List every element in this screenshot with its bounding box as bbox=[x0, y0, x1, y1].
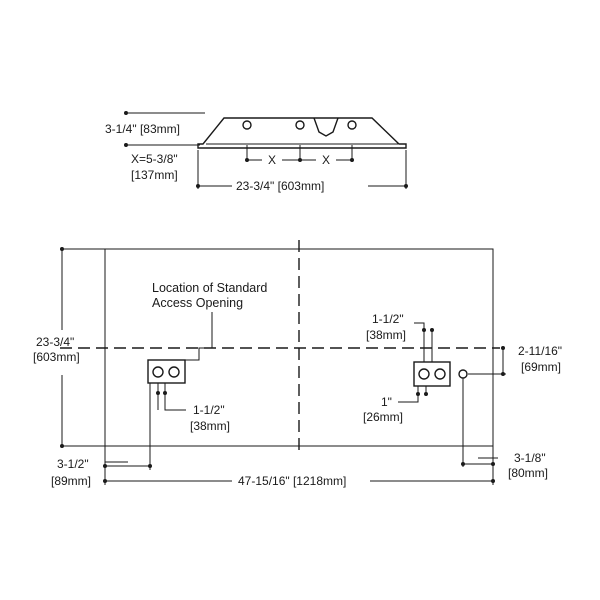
length-label: 47-15/16" [1218mm] bbox=[238, 474, 346, 488]
left-knockout-1 bbox=[152, 366, 164, 378]
right-center-dot-1 bbox=[501, 346, 505, 350]
housing-profile bbox=[197, 117, 407, 149]
right-spacing-label-1: 1-1/2" bbox=[372, 312, 404, 326]
right-edge-label-2: [80mm] bbox=[508, 466, 548, 480]
right-center-dot-2 bbox=[501, 372, 505, 376]
offset-label-1: X=5-3/8" bbox=[131, 152, 178, 166]
right-spacing-label-2: [38mm] bbox=[366, 328, 406, 342]
width-dot-right bbox=[404, 184, 408, 188]
offset-dot-3 bbox=[350, 158, 354, 162]
knockout-hole-right bbox=[347, 120, 357, 130]
left-knockout-2 bbox=[168, 366, 180, 378]
right-edge-dot-1 bbox=[461, 462, 465, 466]
offset-label-2: [137mm] bbox=[131, 168, 178, 182]
right-knockout-1 bbox=[418, 368, 430, 380]
x-label-right: X bbox=[322, 153, 330, 167]
plan-height-label-1: 23-3/4" bbox=[36, 335, 74, 349]
access-leader bbox=[185, 312, 213, 361]
housing-center-bump bbox=[313, 117, 339, 137]
left-edge-dot-2 bbox=[148, 464, 152, 468]
right-small-label-1: 1" bbox=[381, 395, 392, 409]
offset-dot-2 bbox=[298, 158, 302, 162]
plan-height-label-2: [603mm] bbox=[33, 350, 80, 364]
right-small-dot-1 bbox=[416, 392, 420, 396]
right-center-label-2: [69mm] bbox=[521, 360, 561, 374]
offset-dot-1 bbox=[245, 158, 249, 162]
access-label-2: Access Opening bbox=[152, 296, 243, 310]
right-edge-dot-2 bbox=[491, 462, 495, 466]
right-small-dot-2 bbox=[424, 392, 428, 396]
length-dot-right bbox=[491, 479, 495, 483]
right-spacing-dot-2 bbox=[430, 328, 434, 332]
height-dim-dot-bottom bbox=[124, 143, 128, 147]
left-edge-label-2: [89mm] bbox=[51, 474, 91, 488]
right-spacing-ext-1 bbox=[414, 322, 425, 362]
width-dot-left bbox=[196, 184, 200, 188]
height-dim-dot-top bbox=[124, 111, 128, 115]
length-dot-left bbox=[103, 479, 107, 483]
left-spacing-ext-2 bbox=[164, 383, 186, 411]
right-mount-hole bbox=[458, 369, 468, 379]
side-view: 3-1/4" [83mm] X X X=5-3/8" [137mm] 23-3/… bbox=[105, 111, 408, 193]
knockout-hole-left bbox=[242, 120, 252, 130]
plan-height-dot-top bbox=[60, 247, 64, 251]
knockout-hole-center bbox=[295, 120, 305, 130]
right-edge-label-1: 3-1/8" bbox=[514, 451, 546, 465]
right-small-label-2: [26mm] bbox=[363, 410, 403, 424]
left-edge-label-1: 3-1/2" bbox=[57, 457, 89, 471]
plan-height-dot-bottom bbox=[60, 444, 64, 448]
right-center-label-1: 2-11/16" bbox=[518, 344, 562, 358]
access-label-1: Location of Standard bbox=[152, 281, 267, 295]
left-junction-box bbox=[147, 359, 186, 384]
x-label-left: X bbox=[268, 153, 276, 167]
left-spacing-label-2: [38mm] bbox=[190, 419, 230, 433]
width-label: 23-3/4" [603mm] bbox=[236, 179, 324, 193]
plan-view: 23-3/4" [603mm] Location of Standard Acc… bbox=[33, 240, 562, 488]
right-knockout-2 bbox=[434, 368, 446, 380]
height-label: 3-1/4" [83mm] bbox=[105, 122, 180, 136]
left-spacing-dot-1 bbox=[156, 391, 160, 395]
left-spacing-label-1: 1-1/2" bbox=[193, 403, 225, 417]
right-spacing-dot-1 bbox=[422, 328, 426, 332]
right-small-leader bbox=[398, 396, 419, 403]
left-spacing-dot-2 bbox=[163, 391, 167, 395]
